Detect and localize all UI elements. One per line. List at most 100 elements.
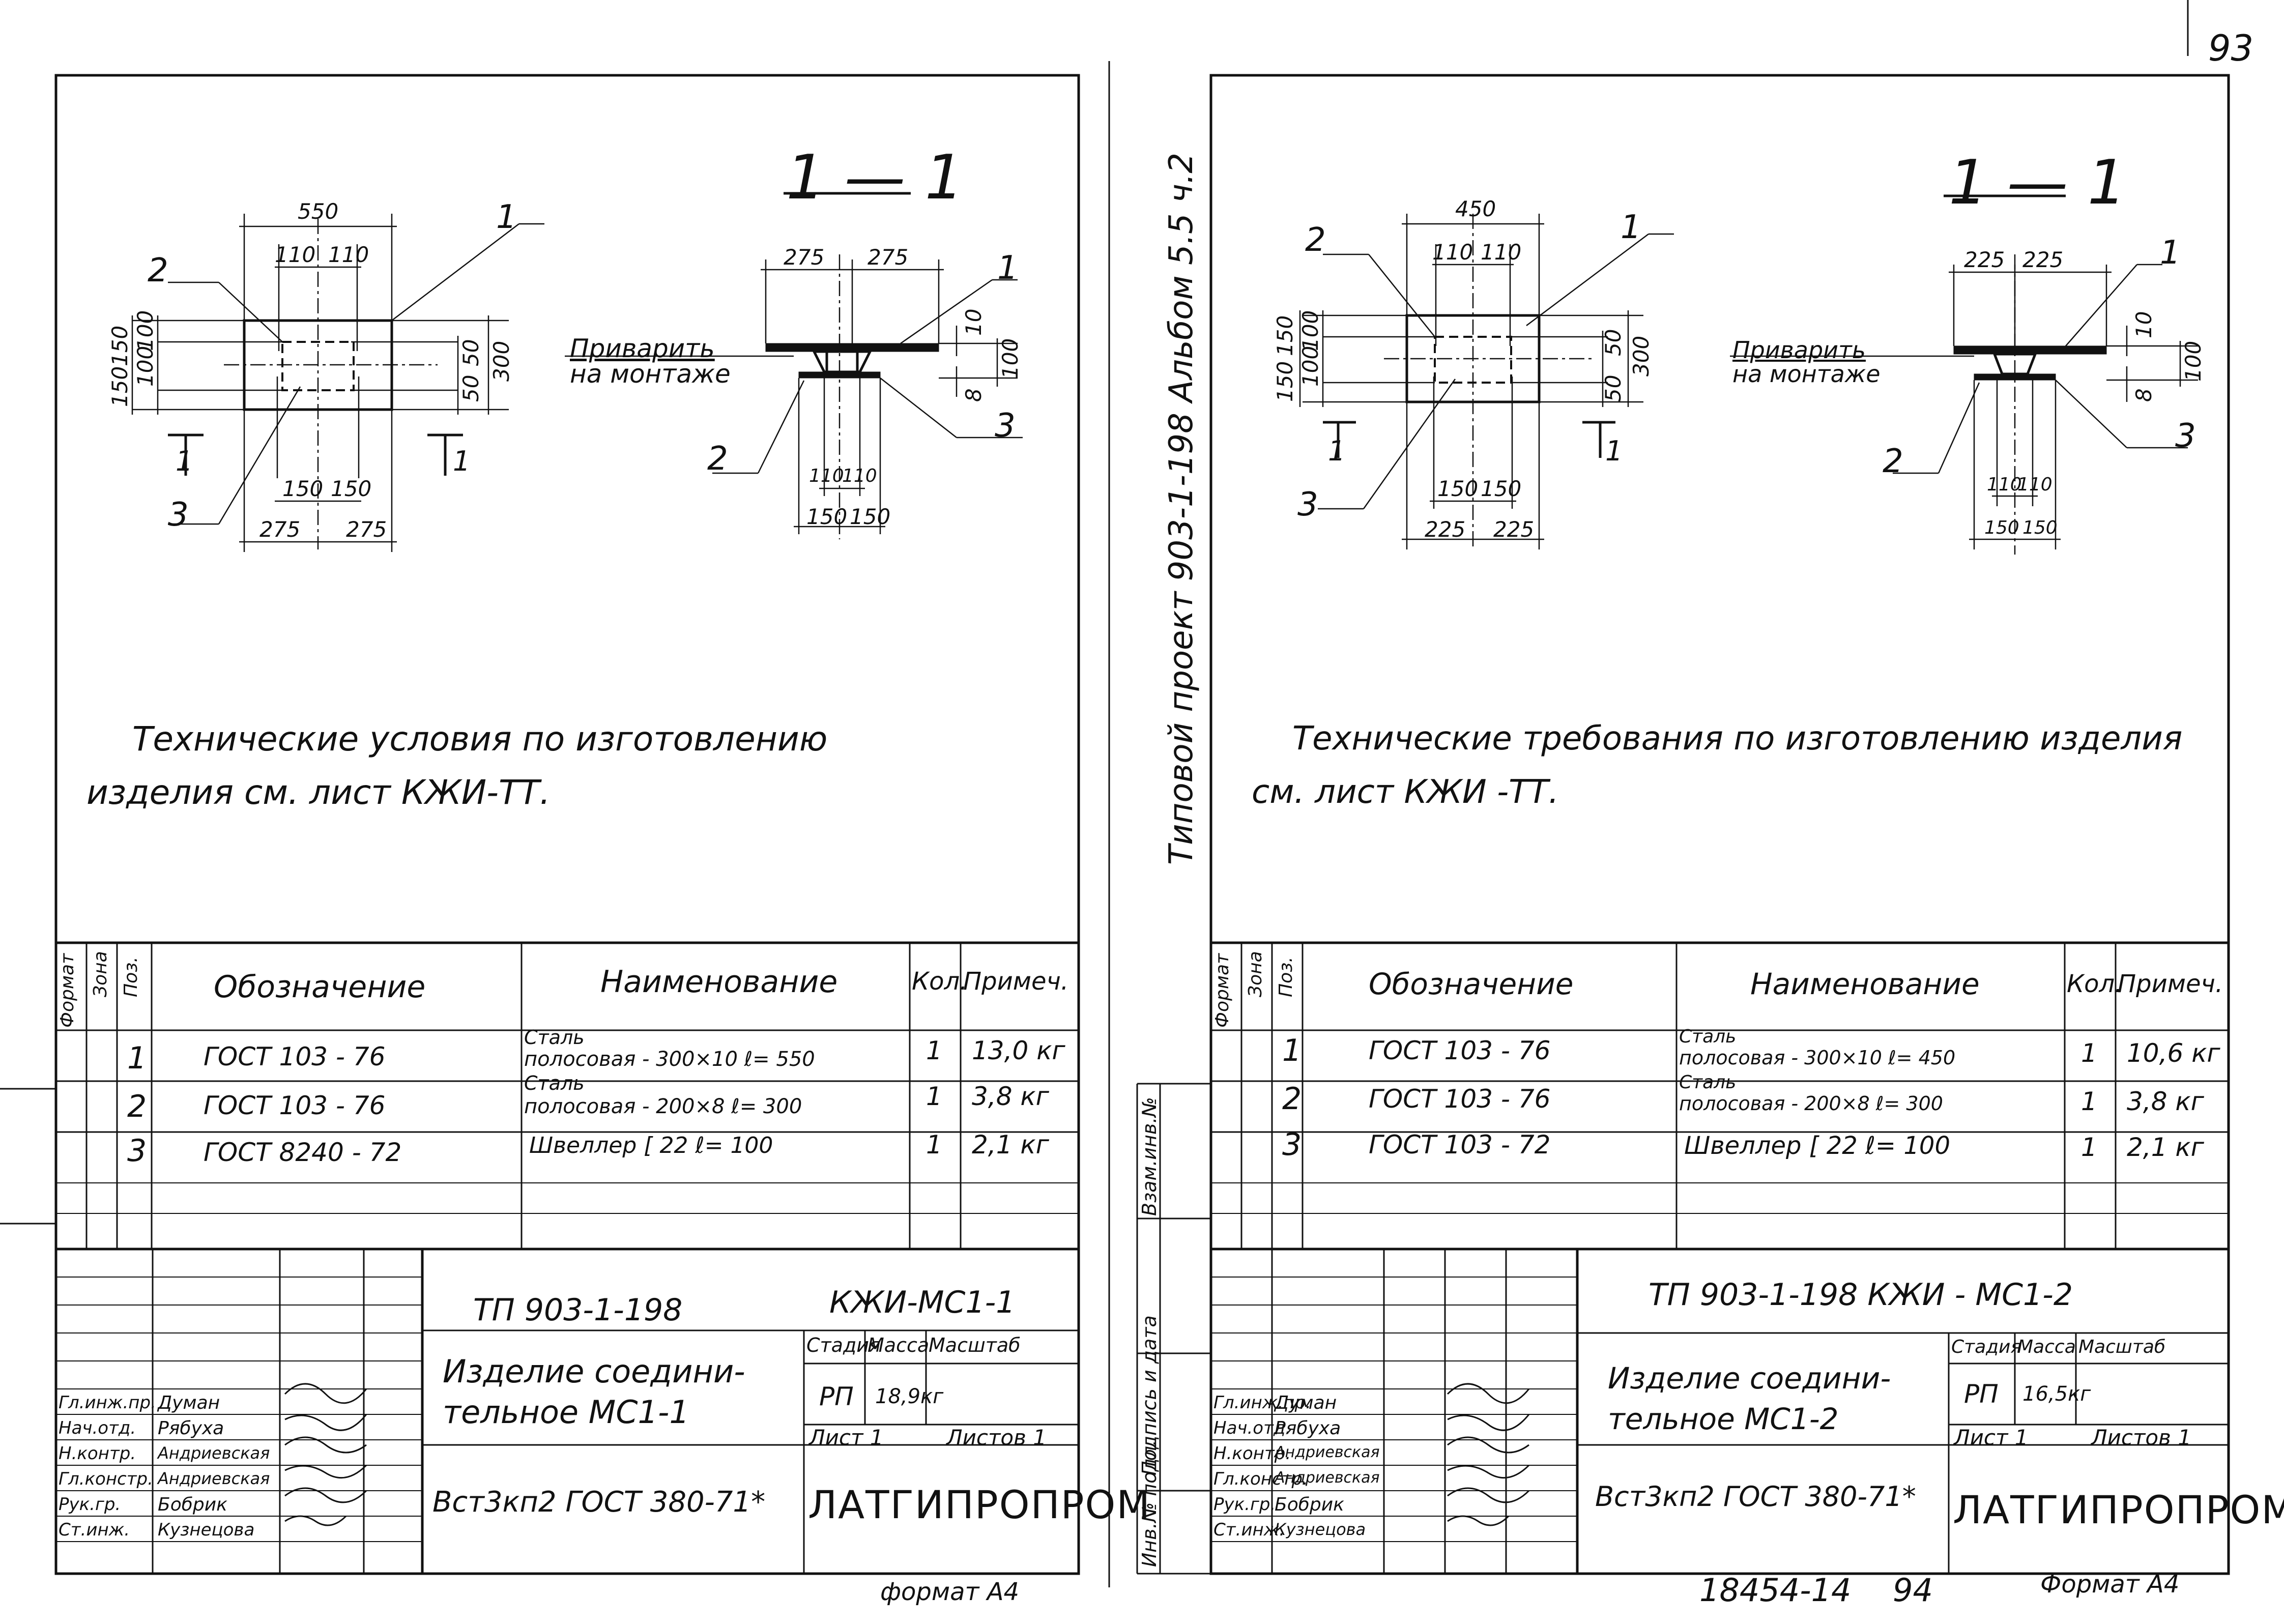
title-doc: КЖИ-МС1-1 <box>829 1285 1016 1320</box>
dim-total-width: 450 <box>1455 196 1496 221</box>
dim-left-d: 150 <box>1273 361 1297 402</box>
page-number: 93 <box>2208 27 2254 69</box>
spec-row2-pos: 2 <box>127 1089 147 1124</box>
spec-row1-pos: 1 <box>127 1040 147 1076</box>
spec-row2-note: 3,8 кг <box>2127 1087 2204 1116</box>
role-2: Нач.отд. <box>59 1418 136 1438</box>
dim-outer-bottom-b: 225 <box>1493 517 1535 542</box>
spec-header-format: Формат <box>1212 953 1233 1028</box>
role-2: Нач.отд. <box>1213 1418 1291 1438</box>
signer-1: Думан <box>158 1393 220 1413</box>
spec-row3-pos: 3 <box>1282 1127 1302 1163</box>
dim-outer-bottom-a: 225 <box>1425 517 1466 542</box>
spec-row3-note: 2,1 кг <box>972 1130 1049 1159</box>
dim-right-b: 50 <box>1601 374 1626 402</box>
cut-mark-left: 1 <box>1328 435 1346 467</box>
dim-half-bottom-a: 150 <box>282 476 324 501</box>
spec-row1-note: 10,6 кг <box>2127 1038 2220 1068</box>
spec-header-designation: Обозначение <box>1369 967 1574 1001</box>
spec-row2-name-top: Сталь <box>1679 1072 1737 1093</box>
spec-row3-name: Швеллер [ 22 ℓ= 100 <box>529 1133 773 1158</box>
spec-row1-name-top: Сталь <box>524 1026 585 1049</box>
spec-row1-pos: 1 <box>1282 1033 1302 1068</box>
spec-row2-qty: 1 <box>2081 1087 2097 1116</box>
spec-header-qty: Кол. <box>2067 970 2123 998</box>
sec-dim-outer-b: 150 <box>2022 517 2058 538</box>
sec-dim-inner-b: 110 <box>842 466 877 486</box>
sec-dim-outer-a: 150 <box>806 504 848 529</box>
cut-mark-right: 1 <box>453 445 471 477</box>
sec-pos-label-2: 2 <box>1883 443 1903 480</box>
spec-row2-qty: 1 <box>926 1082 942 1111</box>
spec-row3-qty: 1 <box>2081 1133 2097 1162</box>
spec-row2-pos: 2 <box>1282 1081 1302 1117</box>
spec-header-note: Примеч. <box>2118 970 2223 998</box>
sec-dim-top-a: 275 <box>784 245 825 270</box>
dim-right-a: 50 <box>458 339 483 366</box>
role-1: Гл.инж.пр. <box>59 1393 156 1413</box>
org-name: ЛАТГИПРОПРОМ <box>808 1482 1151 1527</box>
role-3: Н.контр. <box>59 1443 136 1464</box>
spec-header-designation: Обозначение <box>214 969 426 1005</box>
weld-note-line1: Приварить <box>570 334 715 363</box>
stage-value: РП <box>1964 1379 1999 1409</box>
title-code: ТП 903-1-198 <box>473 1292 683 1328</box>
dim-left-c: 100 <box>133 310 158 351</box>
spec-header-note: Примеч. <box>963 967 1069 996</box>
material-value: Вст3кп2 ГОСТ 380-71* <box>432 1486 766 1519</box>
role-4: Гл.констр. <box>1213 1469 1308 1489</box>
spec-header-pos: Поз. <box>121 956 141 997</box>
mass-value: 16,5кг <box>2022 1382 2091 1406</box>
spec-header-name: Наименование <box>600 964 838 1000</box>
cut-mark-right: 1 <box>1605 435 1623 467</box>
spec-row3-qty: 1 <box>926 1130 942 1159</box>
pos-label-2: 2 <box>148 252 168 289</box>
weld-note-line2: на монтаже <box>570 359 731 389</box>
sec-dim-top-b: 225 <box>2022 247 2064 272</box>
signer-3: Андриевская <box>1275 1443 1380 1461</box>
spec-row2-designation: ГОСТ 103 - 76 <box>204 1091 386 1120</box>
cut-mark-left: 1 <box>176 445 193 477</box>
sheet-value: Лист 1 <box>809 1425 884 1450</box>
material-value: Вст3кп2 ГОСТ 380-71* <box>1595 1481 1916 1513</box>
title-name-1: Изделие соедини- <box>443 1353 745 1390</box>
org-name: ЛАТГИПРОПРОМ <box>1953 1487 2284 1532</box>
scale-label: Масштаб <box>929 1334 1021 1356</box>
role-1: Гл.инж.пр. <box>1213 1393 1311 1413</box>
spec-row1-name: полосовая - 300×10 ℓ= 550 <box>524 1048 815 1071</box>
dim-half-bottom-b: 150 <box>331 476 372 501</box>
dim-left-d: 150 <box>107 366 132 407</box>
spec-row1-designation: ГОСТ 103 - 76 <box>204 1042 386 1071</box>
signer-5: Бобрик <box>158 1494 227 1515</box>
pos-label-3: 3 <box>1297 486 1318 524</box>
sec-dim-outer-a: 150 <box>1984 517 2019 538</box>
signer-3: Андриевская <box>158 1443 270 1463</box>
footer-code: 18454-14 <box>1699 1572 1852 1609</box>
sheets-value: Листов 1 <box>946 1425 1047 1450</box>
sec-dim-inner-b: 110 <box>2017 474 2052 495</box>
role-6: Ст.инж. <box>59 1520 130 1540</box>
sec-dim-top-b: 275 <box>868 245 909 270</box>
sheet-value: Лист 1 <box>1954 1425 2029 1450</box>
sec-dim-inner-a: 110 <box>1987 474 2022 495</box>
sec-dim-right-b: 100 <box>2181 340 2206 382</box>
sec-pos-label-1: 1 <box>997 249 1018 287</box>
spec-row2-note: 3,8 кг <box>972 1082 1049 1111</box>
dim-outer-bottom-b: 275 <box>346 517 387 542</box>
format-label: формат А4 <box>880 1578 1020 1606</box>
pos-label-3: 3 <box>168 496 189 534</box>
role-4: Гл.констр. <box>59 1469 153 1489</box>
sec-pos-label-3: 3 <box>2175 417 2196 455</box>
spec-header-zone: Зона <box>90 951 111 997</box>
dim-half-top-a: 110 <box>275 242 316 267</box>
sec-dim-right-c: 8 <box>2131 388 2156 402</box>
sec-dim-inner-a: 110 <box>809 466 844 486</box>
sec-pos-label-1: 1 <box>2160 234 2181 272</box>
binding-strip-replace: Взам.инв.№ <box>1138 1097 1161 1216</box>
weld-note-line1: Приварить <box>1732 336 1866 364</box>
role-5: Рук.гр. <box>59 1494 121 1515</box>
spec-row1-designation: ГОСТ 103 - 76 <box>1369 1036 1551 1065</box>
signer-4: Андриевская <box>1275 1469 1380 1487</box>
spec-row1-note: 13,0 кг <box>972 1036 1065 1065</box>
